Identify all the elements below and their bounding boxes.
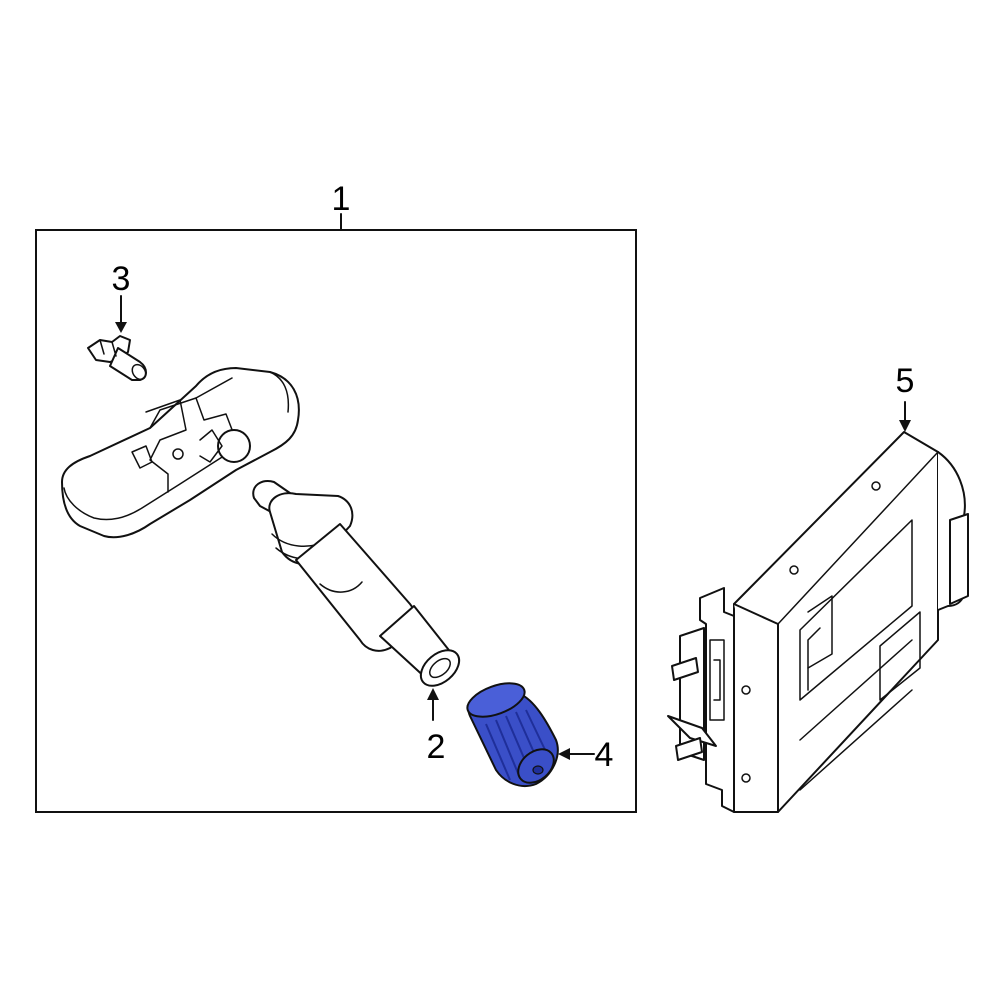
callout-5-arrowhead: [899, 420, 911, 432]
callout-3-label[interactable]: 3: [112, 260, 131, 298]
assembly-group: 1: [35, 180, 637, 813]
callout-4-arrowhead: [558, 748, 570, 760]
callout-2-label[interactable]: 2: [427, 728, 446, 766]
callout-4-label[interactable]: 4: [595, 736, 614, 774]
assembly-frame: [35, 229, 637, 813]
callout-5-label[interactable]: 5: [896, 362, 915, 400]
control-module-icon[interactable]: [667, 431, 969, 813]
callout-2-arrowhead: [427, 688, 439, 700]
callout-1-label[interactable]: 1: [332, 180, 351, 218]
valve-cap-icon[interactable]: [463, 677, 560, 790]
callout-3-arrowhead: [115, 322, 127, 333]
screw-icon[interactable]: [87, 335, 149, 382]
tpms-sensor-icon[interactable]: [61, 367, 300, 539]
valve-stem-icon[interactable]: [252, 480, 466, 693]
